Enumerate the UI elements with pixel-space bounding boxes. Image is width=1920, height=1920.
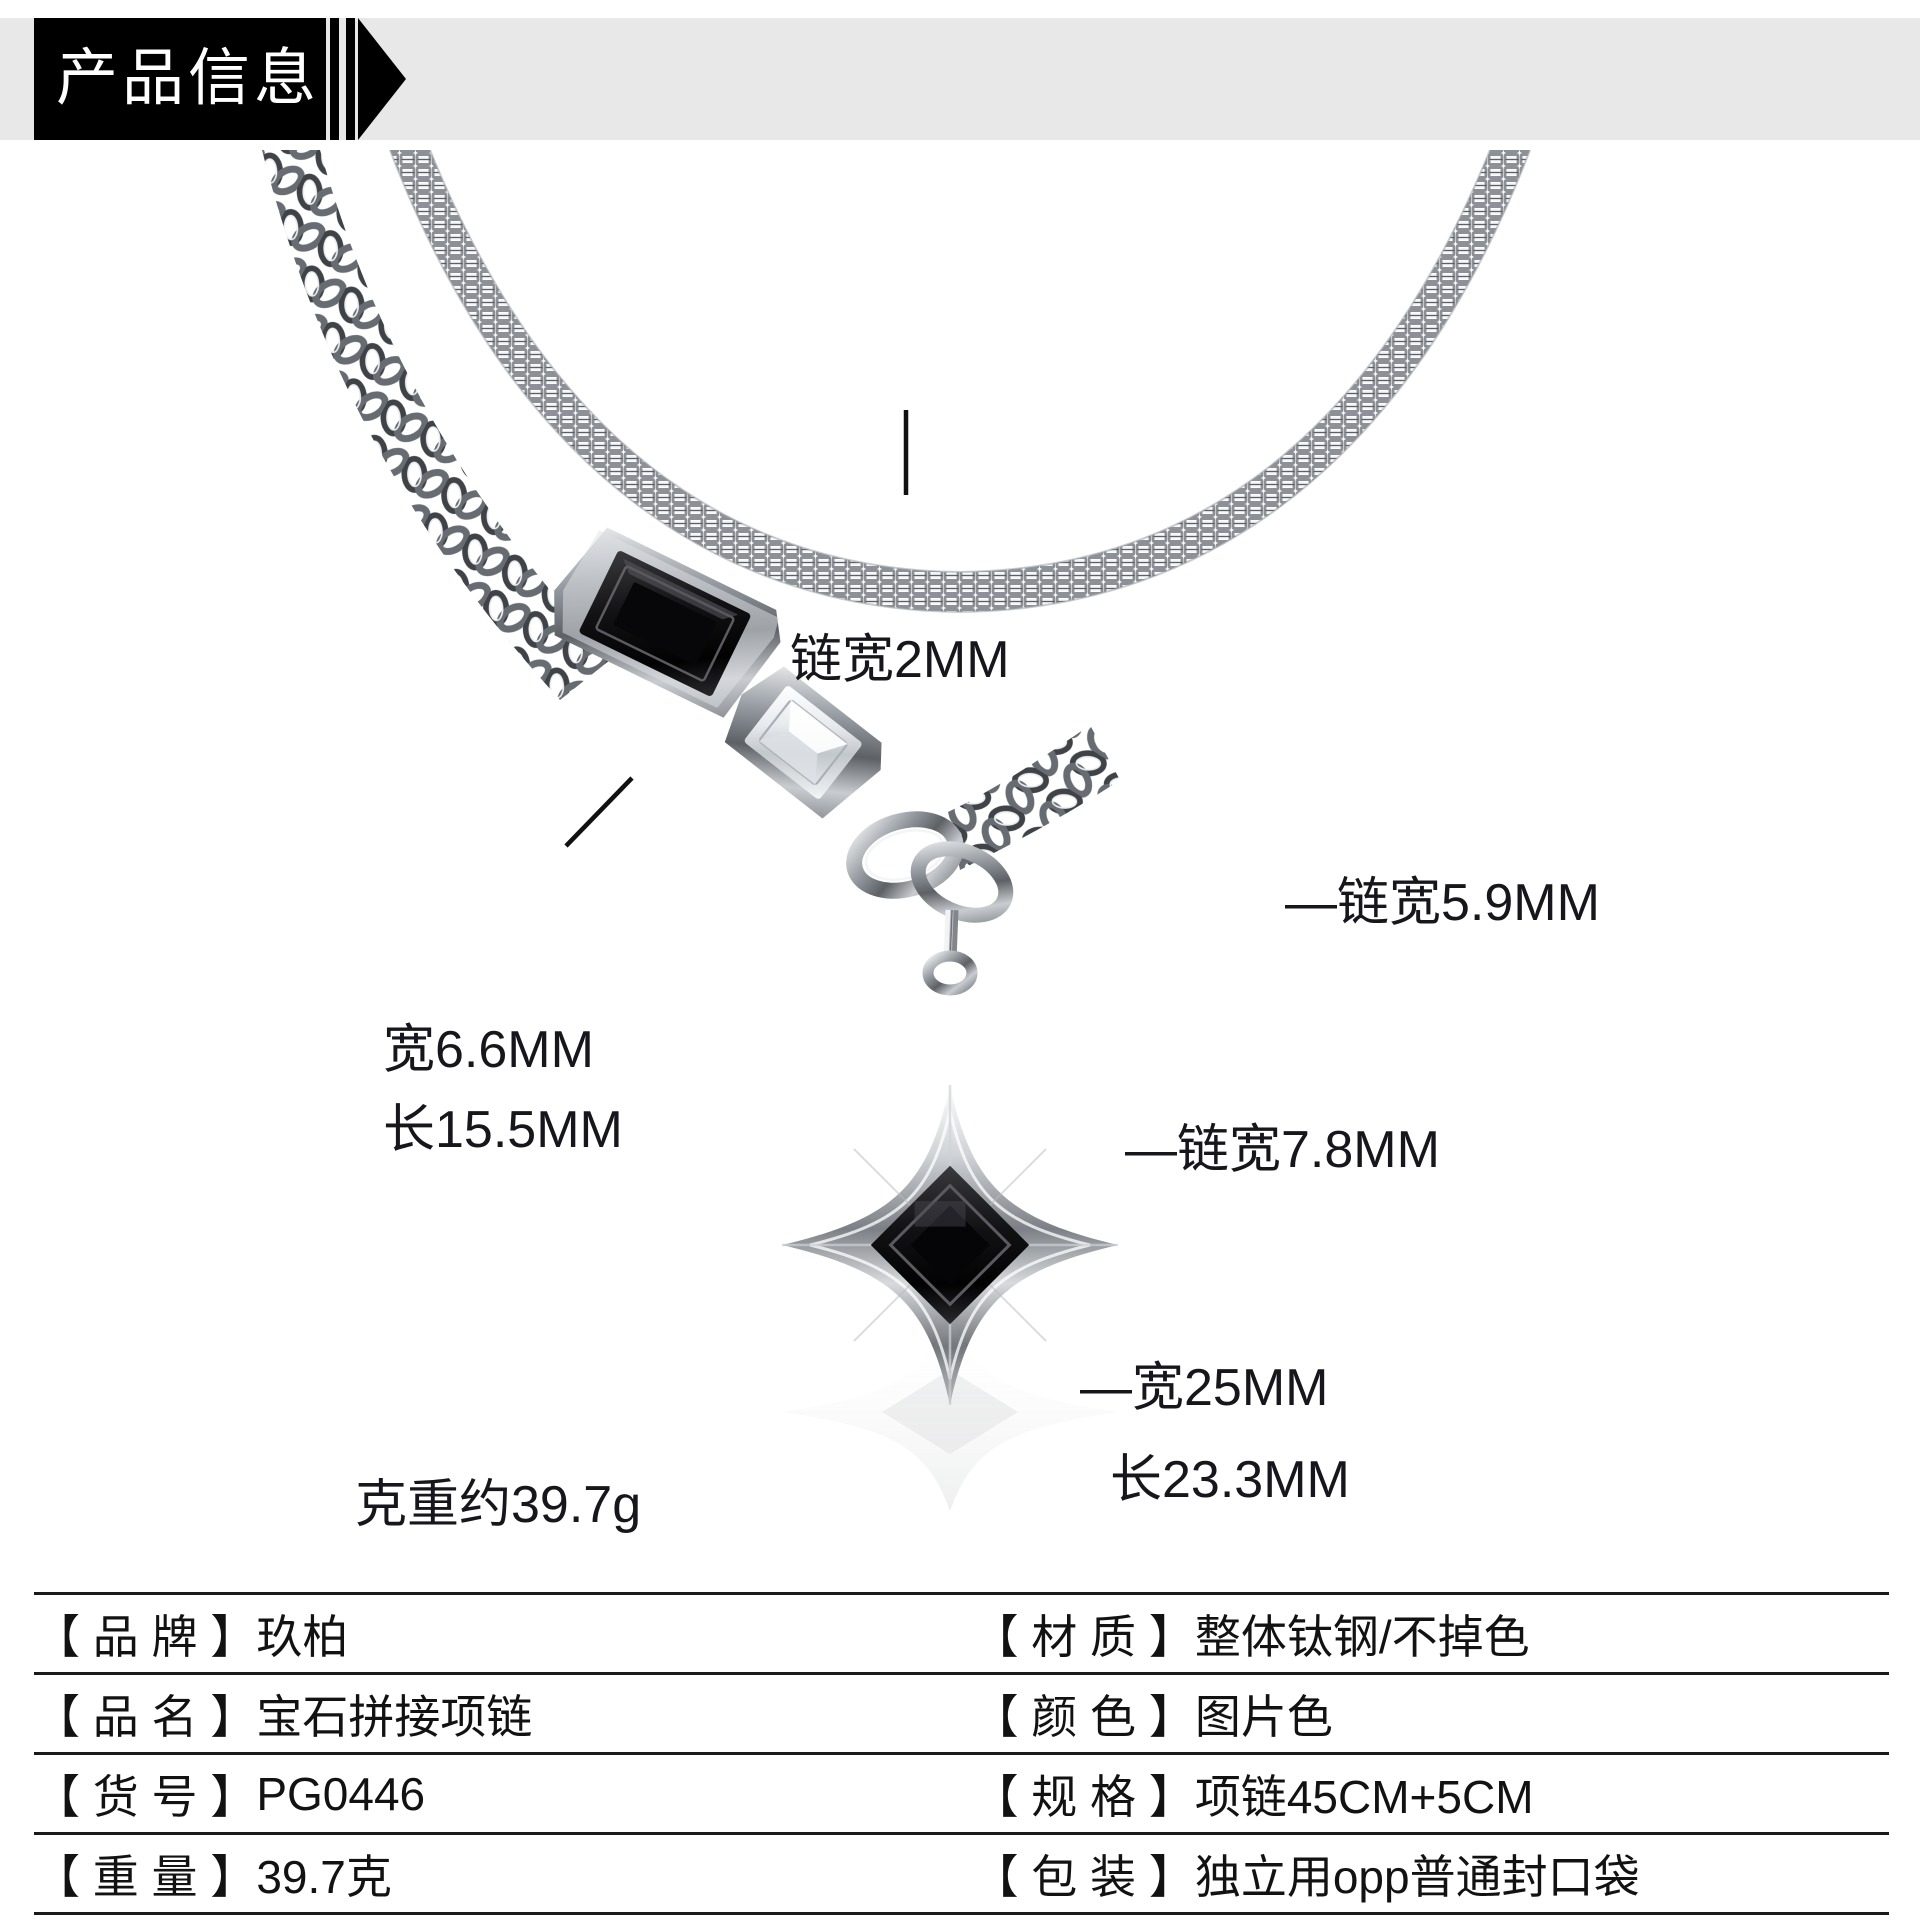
spec-table: 【 品 牌 】 玖柏 【 材 质 】 整体钛钢/不掉色 【 品 名 】 宝石拼接… xyxy=(34,1592,1889,1915)
callout-curb-chain-width: —链宽5.9MM xyxy=(1285,873,1600,934)
spec-val-material: 整体钛钢/不掉色 xyxy=(1194,1610,1530,1663)
callout-gram-weight: 克重约39.7g xyxy=(355,1476,642,1534)
callout-pendant-width-label: 宽25MM xyxy=(1132,1359,1329,1417)
callout-curb-chain-width-label: 链宽5.9MM xyxy=(1337,874,1600,932)
leader-dash-thick: — xyxy=(1125,1121,1177,1179)
spec-key-size: 【 规 格 】 xyxy=(972,1770,1195,1823)
product-photo: 链宽2MM —链宽5.9MM —链宽7.8MM 宽6.6MM 长15.5MM —… xyxy=(0,140,1920,1560)
spec-val-color: 图片色 xyxy=(1194,1690,1333,1743)
spec-val-item-number: PG0446 xyxy=(256,1767,426,1820)
leader-dash-curb: — xyxy=(1285,874,1337,932)
callout-thick-chain-width: —链宽7.8MM xyxy=(1125,1120,1440,1181)
banner-arrow-icon xyxy=(358,18,406,140)
table-row: 【 重 量 】 39.7克 【 包 装 】 独立用opp普通封口袋 xyxy=(34,1832,1889,1915)
callout-pendant-width: —宽25MM xyxy=(1080,1358,1328,1419)
page-title: 产品信息 xyxy=(56,44,321,113)
spec-key-color: 【 颜 色 】 xyxy=(972,1690,1195,1743)
banner-black-block xyxy=(34,18,326,140)
spec-cell-packaging: 【 包 装 】 独立用opp普通封口袋 xyxy=(951,1841,1890,1907)
banner-stripe-2 xyxy=(346,18,355,140)
spec-val-product-name: 宝石拼接项链 xyxy=(256,1690,533,1743)
spec-key-brand: 【 品 牌 】 xyxy=(34,1610,257,1663)
spec-key-weight: 【 重 量 】 xyxy=(34,1850,257,1903)
product-info-banner: 产品信息 xyxy=(0,18,1920,140)
black-rectangular-gem xyxy=(554,527,781,718)
spec-key-item-number: 【 货 号 】 xyxy=(34,1770,257,1823)
pendant-bail xyxy=(922,909,978,996)
spec-cell-material: 【 材 质 】 整体钛钢/不掉色 xyxy=(951,1601,1890,1667)
callout-thin-chain-width: 链宽2MM xyxy=(790,631,1010,689)
spec-key-material: 【 材 质 】 xyxy=(972,1610,1195,1663)
spec-val-brand: 玖柏 xyxy=(256,1610,349,1663)
spec-cell-weight: 【 重 量 】 39.7克 xyxy=(34,1841,951,1907)
callout-gem-length: 长15.5MM xyxy=(383,1101,623,1159)
callout-gem-width: 宽6.6MM xyxy=(383,1021,594,1079)
spec-cell-size: 【 规 格 】 项链45CM+5CM xyxy=(951,1761,1890,1827)
callout-thick-chain-width-label: 链宽7.8MM xyxy=(1177,1121,1440,1179)
star-pendant xyxy=(782,1085,1118,1405)
table-row: 【 品 牌 】 玖柏 【 材 质 】 整体钛钢/不掉色 xyxy=(34,1592,1889,1672)
leader-line-gem xyxy=(564,776,634,848)
spec-cell-item-number: 【 货 号 】 PG0446 xyxy=(34,1761,951,1827)
callout-pendant-length: 长23.3MM xyxy=(1110,1451,1350,1509)
spec-cell-brand: 【 品 牌 】 玖柏 xyxy=(34,1601,951,1667)
spec-key-packaging: 【 包 装 】 xyxy=(972,1850,1195,1903)
leader-dash-pendant: — xyxy=(1080,1359,1132,1417)
spec-cell-color: 【 颜 色 】 图片色 xyxy=(951,1681,1890,1747)
chain-connector-loop xyxy=(846,811,1014,923)
table-row: 【 货 号 】 PG0446 【 规 格 】 项链45CM+5CM xyxy=(34,1752,1889,1832)
spec-key-product-name: 【 品 名 】 xyxy=(34,1690,257,1743)
banner-stripe-1 xyxy=(330,18,339,140)
table-row: 【 品 名 】 宝石拼接项链 【 颜 色 】 图片色 xyxy=(34,1672,1889,1752)
pendant-reflection xyxy=(782,1312,1118,1512)
spec-val-weight: 39.7克 xyxy=(256,1850,392,1903)
clear-gem xyxy=(724,666,882,819)
necklace-illustration xyxy=(262,149,1590,1512)
spec-cell-product-name: 【 品 名 】 宝石拼接项链 xyxy=(34,1681,951,1747)
spec-val-size: 项链45CM+5CM xyxy=(1194,1770,1534,1823)
spec-val-packaging: 独立用opp普通封口袋 xyxy=(1194,1850,1640,1903)
left-curb-chain xyxy=(262,150,610,700)
